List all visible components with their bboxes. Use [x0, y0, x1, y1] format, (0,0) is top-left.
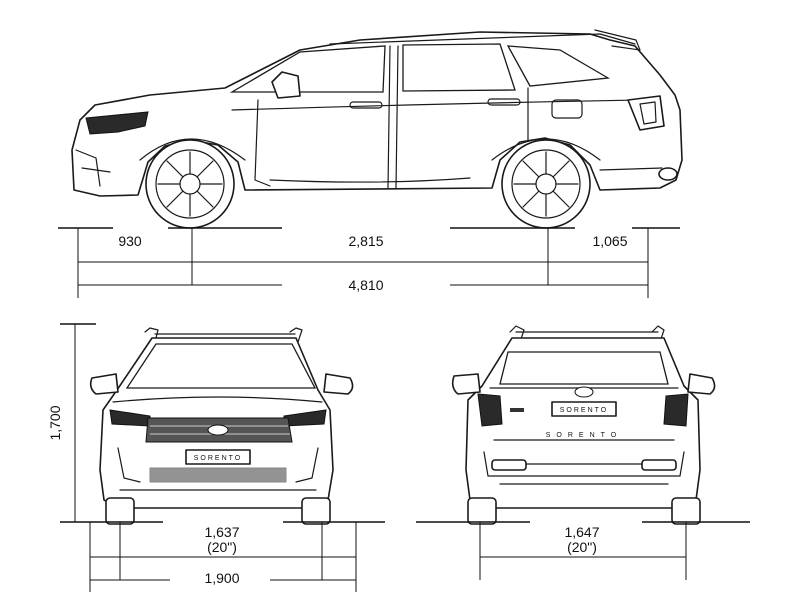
front-mirror-right	[323, 373, 354, 395]
rear-tire-right	[671, 497, 701, 525]
front-plate-text: SORENTO	[194, 455, 243, 462]
overall-length-label: 4,810	[348, 277, 383, 293]
front-wheel-size-label: (20")	[207, 539, 237, 555]
front-logo	[207, 424, 229, 436]
overall-width-label: 1,900	[204, 570, 239, 586]
exhaust-tip	[658, 167, 678, 181]
front-tire-left	[105, 497, 135, 525]
rear-mirror-right	[687, 373, 716, 395]
front-lower-intake	[149, 467, 287, 483]
side-rear-window	[402, 43, 516, 92]
rear-exhaust-right	[641, 459, 677, 471]
rear-logo	[574, 386, 594, 398]
wheelbase-label: 2,815	[348, 233, 383, 249]
front-tire-right	[301, 497, 331, 525]
side-front-window	[229, 45, 386, 93]
side-door-handle-front	[349, 101, 383, 109]
rear-overhang-label: 1,065	[592, 233, 627, 249]
rear-lettering: SORENTO	[546, 432, 623, 439]
front-dimensions: 1,700 1,637 (20") 1,900	[47, 323, 385, 592]
rear-exhaust-left	[491, 459, 527, 471]
side-mirror	[271, 71, 301, 99]
overall-height-label: 1,700	[47, 405, 63, 440]
front-view: SORENTO	[89, 327, 354, 525]
rear-wheel-size-label: (20")	[567, 539, 597, 555]
rear-taillamp-left	[477, 393, 503, 427]
side-front-wheel	[145, 139, 235, 229]
rear-badge-plate	[551, 401, 617, 417]
front-overhang-label: 930	[118, 233, 142, 249]
rear-view: SORENTO SORENTO	[451, 325, 716, 525]
front-plate	[185, 449, 251, 465]
side-headlamp	[85, 111, 149, 135]
front-windshield	[125, 343, 317, 389]
rear-tire-left	[467, 497, 497, 525]
side-quarter-window	[506, 45, 611, 87]
rear-window	[499, 351, 669, 385]
front-mirror-left	[89, 373, 119, 395]
rear-mirror-left	[451, 373, 481, 395]
rear-dimensions: 1,647 (20")	[416, 521, 750, 580]
front-track-label: 1,637	[204, 524, 239, 540]
side-rear-wheel	[501, 139, 591, 229]
rear-track-label: 1,647	[564, 524, 599, 540]
side-dimensions: 930 2,815 1,065 4,810	[58, 227, 680, 298]
side-view	[71, 29, 683, 229]
rear-badge-text: SORENTO	[560, 407, 609, 414]
rear-taillamp-right	[663, 393, 689, 427]
fuel-lid	[551, 99, 583, 119]
